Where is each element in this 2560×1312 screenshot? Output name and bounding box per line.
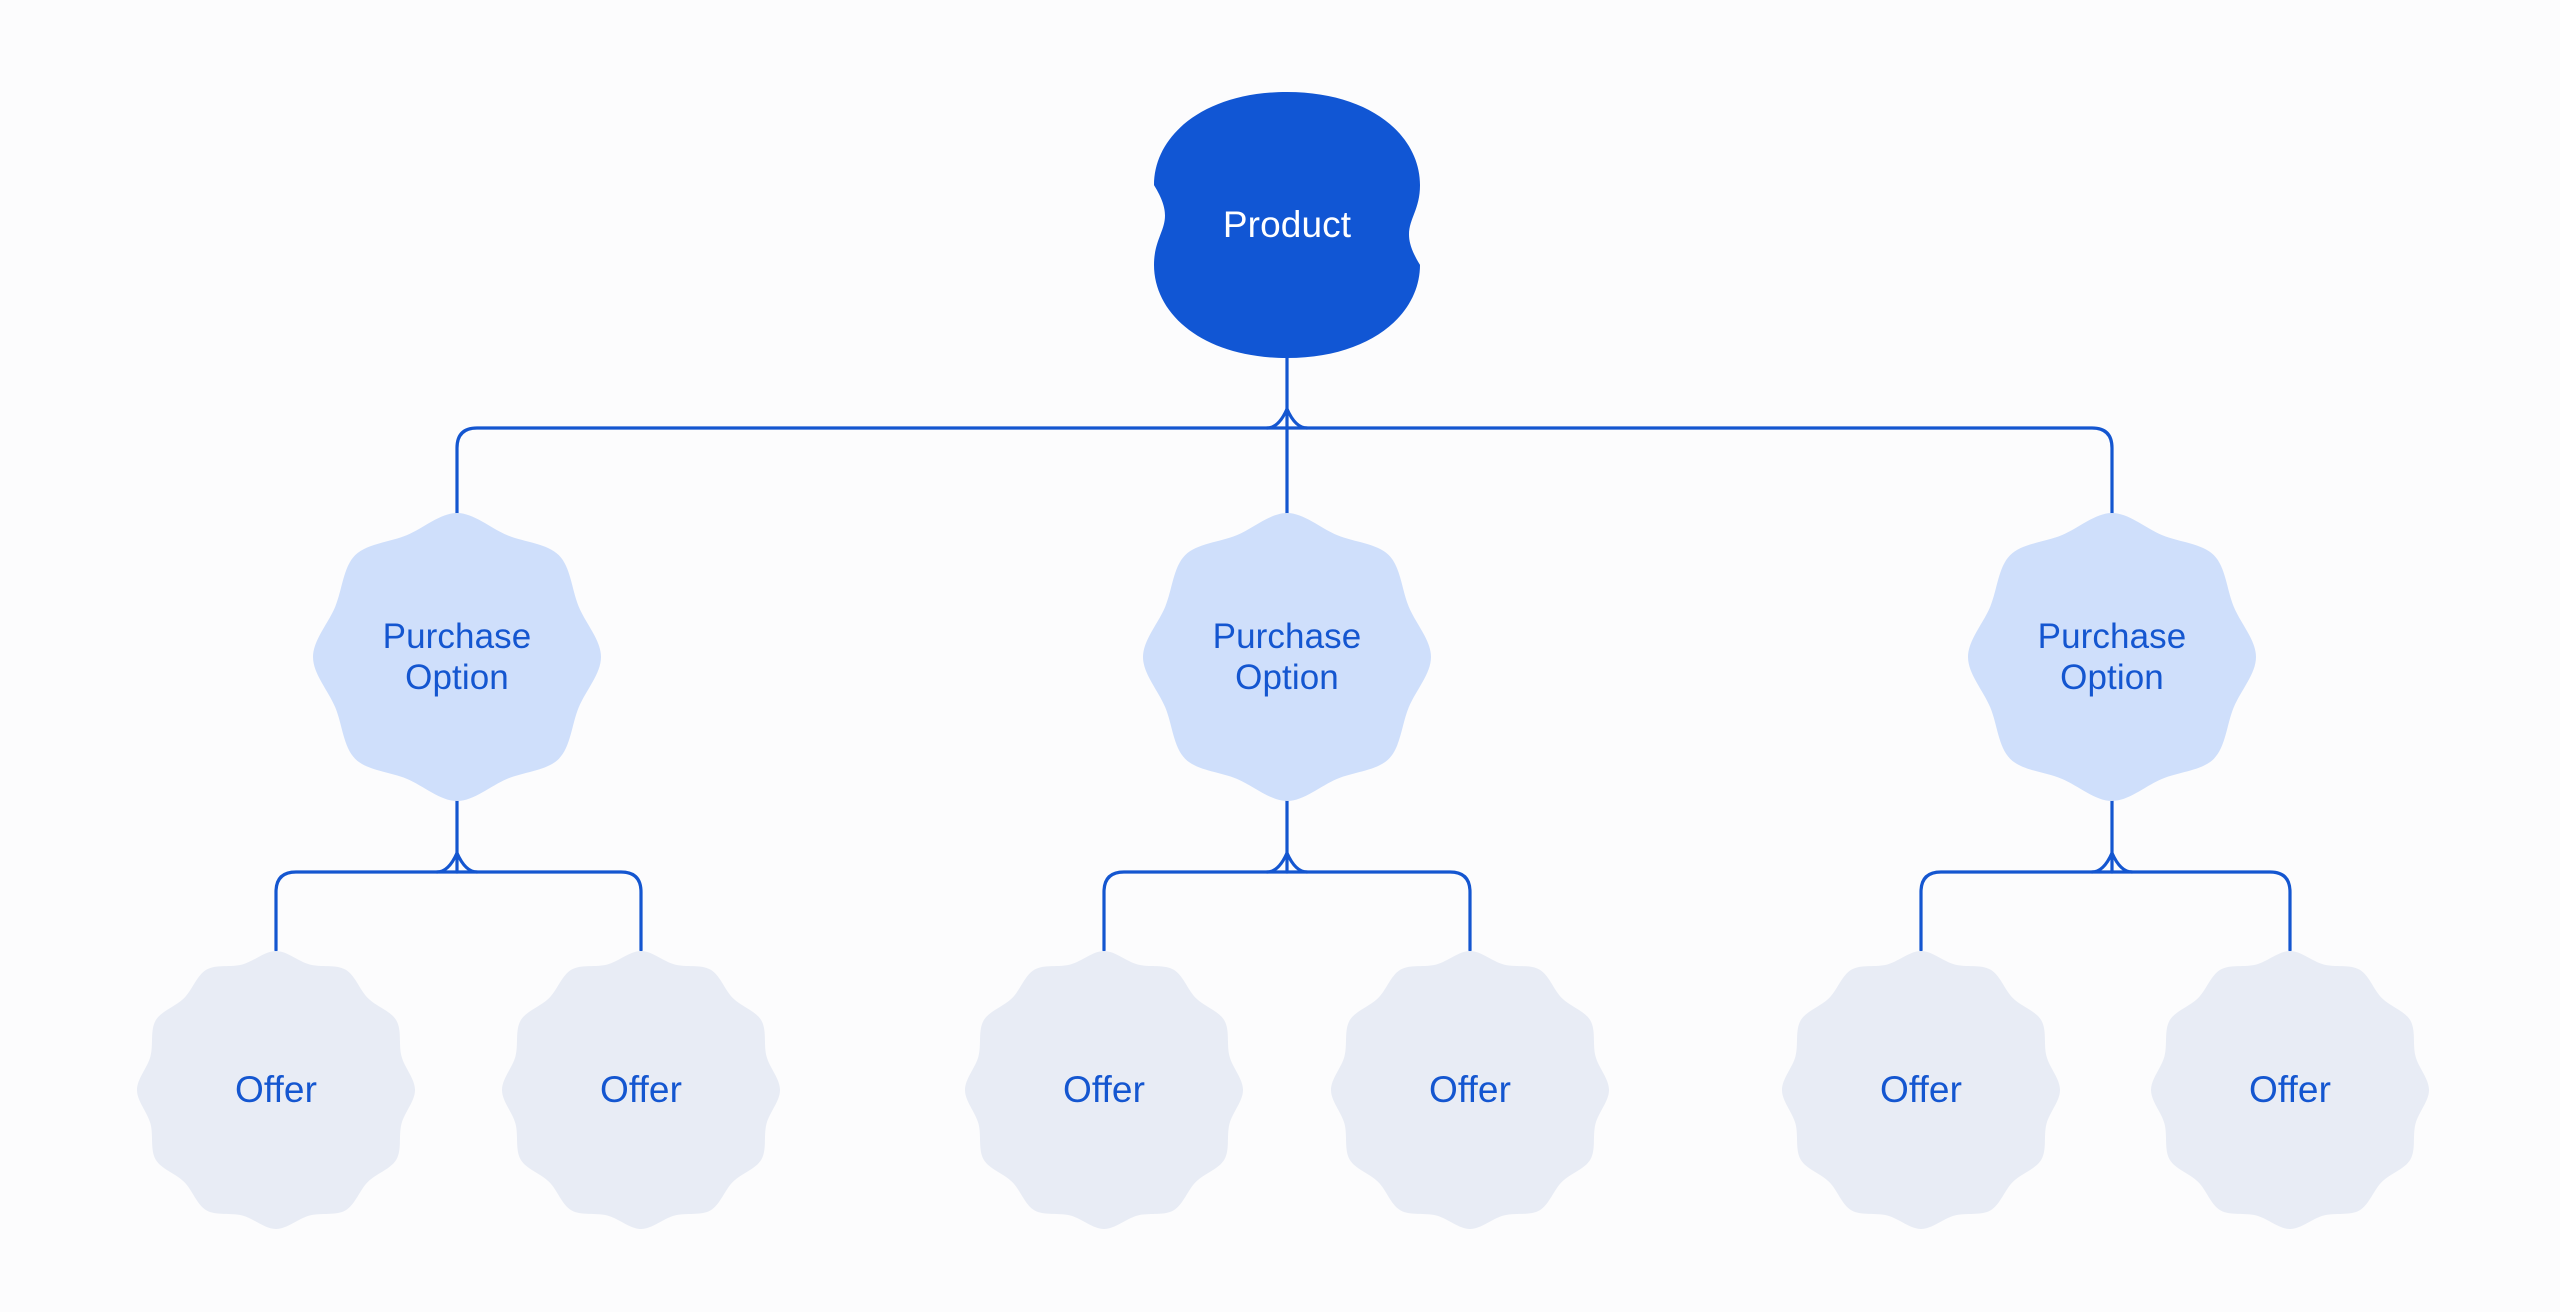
node-shape-product-1[interactable]	[1154, 92, 1420, 358]
edge-option-3-to-offer-1	[1919, 870, 2114, 952]
edge-junction-level1	[1265, 407, 1309, 430]
node-shape-purchase-option-2[interactable]	[1143, 513, 1431, 801]
edge-product-to-option-3	[1285, 426, 2114, 518]
node-shape-purchase-option-1[interactable]	[313, 513, 601, 801]
connector-edges	[274, 348, 2292, 952]
edge-option-2-to-offer-2	[1285, 870, 1472, 952]
node-shape-offer-2[interactable]	[502, 951, 780, 1229]
node-shape-purchase-option-3[interactable]	[1968, 513, 2256, 801]
node-shape-offer-3[interactable]	[965, 951, 1243, 1229]
edge-option-3-to-offer-2	[2110, 870, 2292, 952]
edge-option-1-to-offer-2	[455, 870, 643, 952]
node-shapes	[137, 92, 2429, 1229]
node-shape-offer-1[interactable]	[137, 951, 415, 1229]
node-shape-offer-5[interactable]	[1782, 951, 2060, 1229]
edge-product-to-option-1	[455, 426, 1289, 518]
edge-junction-level2-3	[2090, 851, 2134, 874]
node-shape-offer-4[interactable]	[1331, 951, 1609, 1229]
node-shape-offer-6[interactable]	[2151, 951, 2429, 1229]
edge-junction-level2-2	[1265, 851, 1309, 874]
edge-option-1-to-offer-1	[274, 870, 459, 952]
edge-option-2-to-offer-1	[1102, 870, 1289, 952]
edge-junction-level2-1	[435, 851, 479, 874]
